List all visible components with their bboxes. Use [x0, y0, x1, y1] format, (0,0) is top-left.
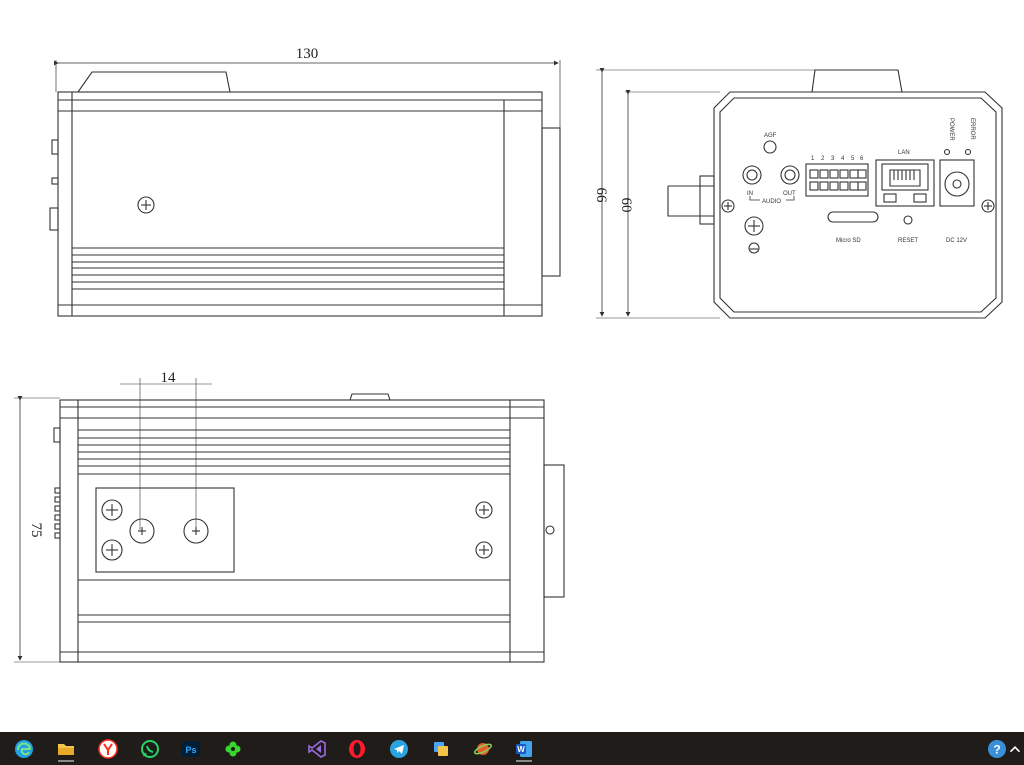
clover-icon — [225, 741, 241, 757]
dim-spacing-14: 14 — [161, 370, 177, 386]
svg-text:?: ? — [993, 743, 1000, 757]
label-in: IN — [747, 191, 753, 197]
dip-number: 6 — [860, 156, 864, 162]
taskbar-clover[interactable] — [220, 736, 246, 762]
telegram-icon — [390, 740, 408, 758]
dip-number: 1 — [811, 156, 815, 162]
dim-length-130: 130 — [296, 46, 319, 62]
planet-icon — [473, 743, 493, 755]
taskbar-word[interactable]: W — [511, 736, 537, 762]
taskbar-whatsapp[interactable] — [137, 736, 163, 762]
taskbar-telegram[interactable] — [386, 736, 412, 762]
tray-help[interactable]: ? — [984, 736, 1010, 762]
rear-view — [596, 68, 1003, 319]
dip-number: 3 — [831, 156, 835, 162]
dip-number: 4 — [841, 156, 845, 162]
label-audio: AUDIO — [762, 199, 781, 205]
taskbar-file-explorer[interactable] — [53, 736, 79, 762]
label-error: ERROR — [969, 118, 975, 140]
svg-text:Ps: Ps — [185, 745, 196, 755]
edge-icon — [15, 740, 33, 758]
label-lan: LAN — [898, 150, 910, 156]
label-agf: AGF — [764, 133, 777, 139]
taskbar: Ps W ? — [0, 732, 1024, 765]
dip-number: 2 — [821, 156, 825, 162]
taskbar-stack-app[interactable] — [428, 736, 454, 762]
label-dc: DC 12V — [946, 238, 967, 244]
stack-icon — [434, 742, 448, 756]
dim-width-75: 75 — [28, 523, 44, 538]
taskbar-yandex[interactable] — [95, 736, 121, 762]
chevron-up-icon — [1009, 746, 1021, 753]
yandex-icon — [98, 739, 118, 759]
taskbar-edge[interactable] — [11, 736, 37, 762]
tray-chevron[interactable] — [1006, 736, 1024, 762]
bottom-view — [14, 378, 565, 663]
whatsapp-icon — [141, 740, 159, 758]
dip-number: 5 — [851, 156, 855, 162]
taskbar-opera[interactable] — [344, 736, 370, 762]
dim-height-66: 66 — [593, 188, 609, 204]
visual-studio-icon — [308, 740, 326, 758]
label-out: OUT — [783, 191, 796, 197]
svg-text:W: W — [517, 745, 525, 754]
word-icon: W — [516, 741, 532, 757]
opera-icon — [349, 740, 365, 758]
label-micro-sd: Micro SD — [836, 238, 861, 244]
label-reset: RESET — [898, 238, 918, 244]
side-view — [49, 60, 561, 317]
help-icon: ? — [988, 740, 1006, 758]
taskbar-planet-app[interactable] — [470, 736, 496, 762]
label-power: POWER — [948, 118, 954, 141]
technical-drawing: 130 — [14, 46, 1003, 663]
dim-height-60: 60 — [618, 198, 634, 213]
folder-icon — [58, 744, 74, 755]
taskbar-visual-studio[interactable] — [304, 736, 330, 762]
taskbar-photoshop[interactable]: Ps — [178, 736, 204, 762]
dip-numbers: 1 2 3 4 5 6 — [811, 156, 864, 162]
photoshop-icon: Ps — [182, 741, 200, 757]
